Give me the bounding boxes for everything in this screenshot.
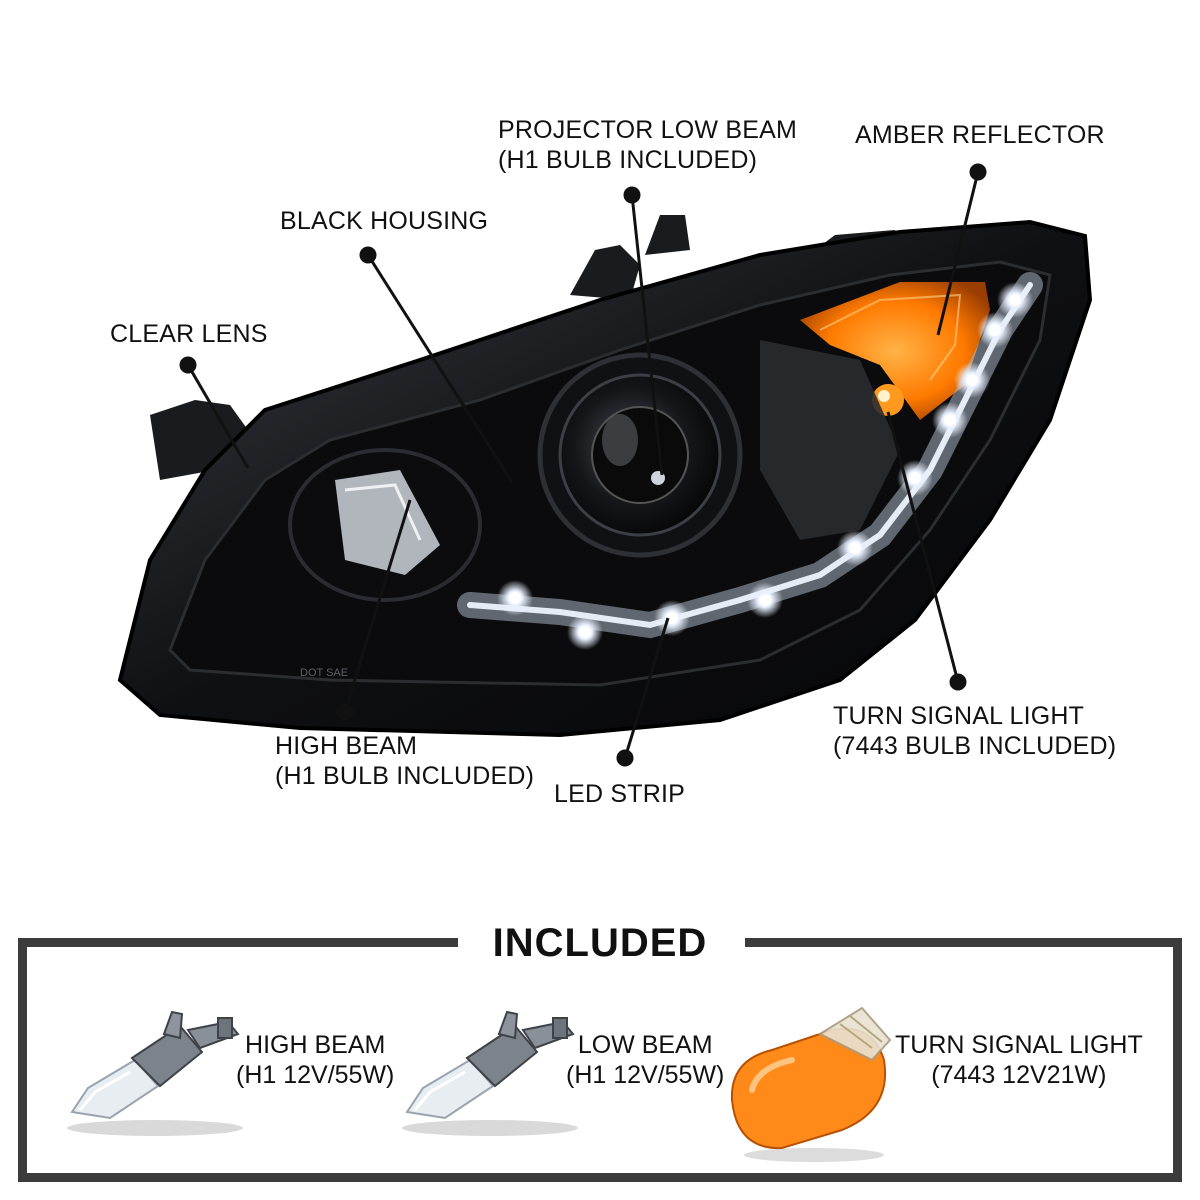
included-frame-top-right xyxy=(745,938,1182,947)
led-dot xyxy=(909,472,921,484)
h1-bulb-icon xyxy=(67,1010,243,1136)
callout-turn-signal-light: TURN SIGNAL LIGHT (7443 BULB INCLUDED) xyxy=(833,701,1116,761)
callout-clear-lens: CLEAR LENS xyxy=(110,320,268,348)
callout-projector-low-beam: PROJECTOR LOW BEAM (H1 BULB INCLUDED) xyxy=(498,115,797,175)
included-item-high-beam-spec: (H1 12V/55W) xyxy=(236,1061,395,1089)
included-item-high-beam: HIGH BEAM (H1 12V/55W) xyxy=(236,1030,394,1090)
callout-high-beam-line1: HIGH BEAM xyxy=(275,732,418,760)
included-item-turn-signal: TURN SIGNAL LIGHT (7443 12V21W) xyxy=(895,1030,1143,1090)
led-dot xyxy=(989,324,1001,336)
included-frame xyxy=(18,938,1182,1182)
included-item-low-beam-spec: (H1 12V/55W) xyxy=(566,1061,725,1089)
led-dot xyxy=(579,626,591,638)
callout-projector-low-beam-line2: (H1 BULB INCLUDED) xyxy=(498,146,758,174)
included-item-low-beam: LOW BEAM (H1 12V/55W) xyxy=(566,1030,724,1090)
led-dot xyxy=(509,592,521,604)
callout-led-strip: LED STRIP xyxy=(554,780,685,808)
led-dot xyxy=(666,612,678,624)
included-item-turn-signal-name: TURN SIGNAL LIGHT xyxy=(895,1031,1143,1059)
headlight-assembly-image: DOT SAE xyxy=(117,215,1093,738)
led-dot xyxy=(759,594,771,606)
lens-markings: DOT SAE xyxy=(300,667,348,679)
callout-high-beam-line2: (H1 BULB INCLUDED) xyxy=(275,762,535,790)
callout-amber-reflector: AMBER REFLECTOR xyxy=(855,121,1105,149)
h1-bulb-icon xyxy=(402,1010,578,1136)
included-item-low-beam-name: LOW BEAM xyxy=(577,1031,713,1059)
callout-leaders xyxy=(179,163,987,767)
led-dot xyxy=(944,414,956,426)
callout-black-housing: BLACK HOUSING xyxy=(280,207,489,235)
led-dot xyxy=(1009,294,1021,306)
led-dot xyxy=(966,374,978,386)
included-item-high-beam-name: HIGH BEAM xyxy=(245,1031,386,1059)
included-title: INCLUDED xyxy=(492,921,708,965)
amber-7443-bulb-icon xyxy=(730,1006,892,1162)
included-item-turn-signal-spec: (7443 12V21W) xyxy=(931,1061,1107,1089)
callout-turn-signal-line1: TURN SIGNAL LIGHT xyxy=(833,702,1085,730)
callout-high-beam: HIGH BEAM (H1 BULB INCLUDED) xyxy=(275,731,534,791)
led-dot xyxy=(849,542,861,554)
callout-turn-signal-line2: (7443 BULB INCLUDED) xyxy=(833,732,1117,760)
callout-projector-low-beam-line1: PROJECTOR LOW BEAM xyxy=(498,116,798,144)
included-frame-top-left xyxy=(18,938,458,947)
